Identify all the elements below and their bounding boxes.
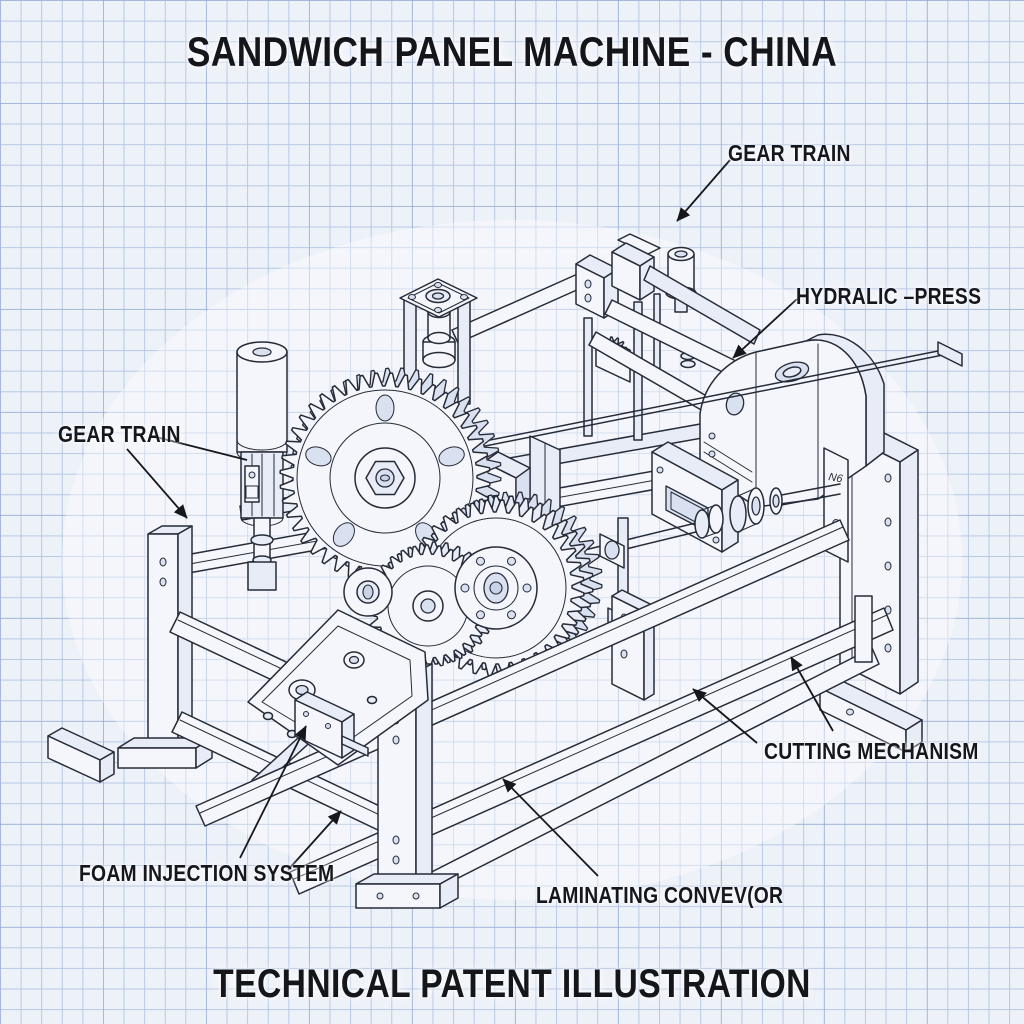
- foam-injection-block: [294, 691, 369, 759]
- tie-rod: [454, 341, 963, 453]
- gear-train: [279, 367, 603, 677]
- label-foam-injection: FOAM INJECTION SYSTEM: [79, 860, 335, 886]
- label-gear-train-left: GEAR TRAIN: [58, 421, 181, 447]
- machine-frame-front: [195, 519, 894, 909]
- leader-foam-a: [239, 725, 307, 859]
- gear-train-motor: [236, 341, 288, 591]
- leader-gear-train-top: [676, 159, 731, 222]
- leader-cutting-b: [790, 656, 834, 732]
- leader-foam-b: [287, 810, 342, 871]
- page-title-bottom: TECHNICAL PATENT ILLUSTRATION: [213, 962, 811, 1006]
- label-cutting-mechanism: CUTTING MECHANISM: [764, 738, 979, 764]
- page-title-top: SANDWICH PANEL MACHINE - CHINA: [186, 28, 838, 75]
- leader-lines: [126, 159, 834, 877]
- leader-hydraulic-press: [732, 298, 798, 359]
- front-hub: [343, 567, 393, 617]
- leader-cutting-a: [692, 688, 758, 744]
- leader-gear-train-left-a: [151, 435, 248, 461]
- gear-face-plate: [454, 546, 538, 630]
- label-laminating-conveyor: LAMINATING CONVEV(OR: [536, 882, 784, 908]
- label-hydraulic-press: HYDRALIC –PRESS: [796, 283, 982, 309]
- part-mark: N6: [827, 471, 844, 485]
- leader-gear-train-left-b: [126, 448, 188, 519]
- leader-laminating: [502, 778, 599, 877]
- roller-bearings: [694, 487, 783, 539]
- label-gear-train-top: GEAR TRAIN: [728, 140, 851, 166]
